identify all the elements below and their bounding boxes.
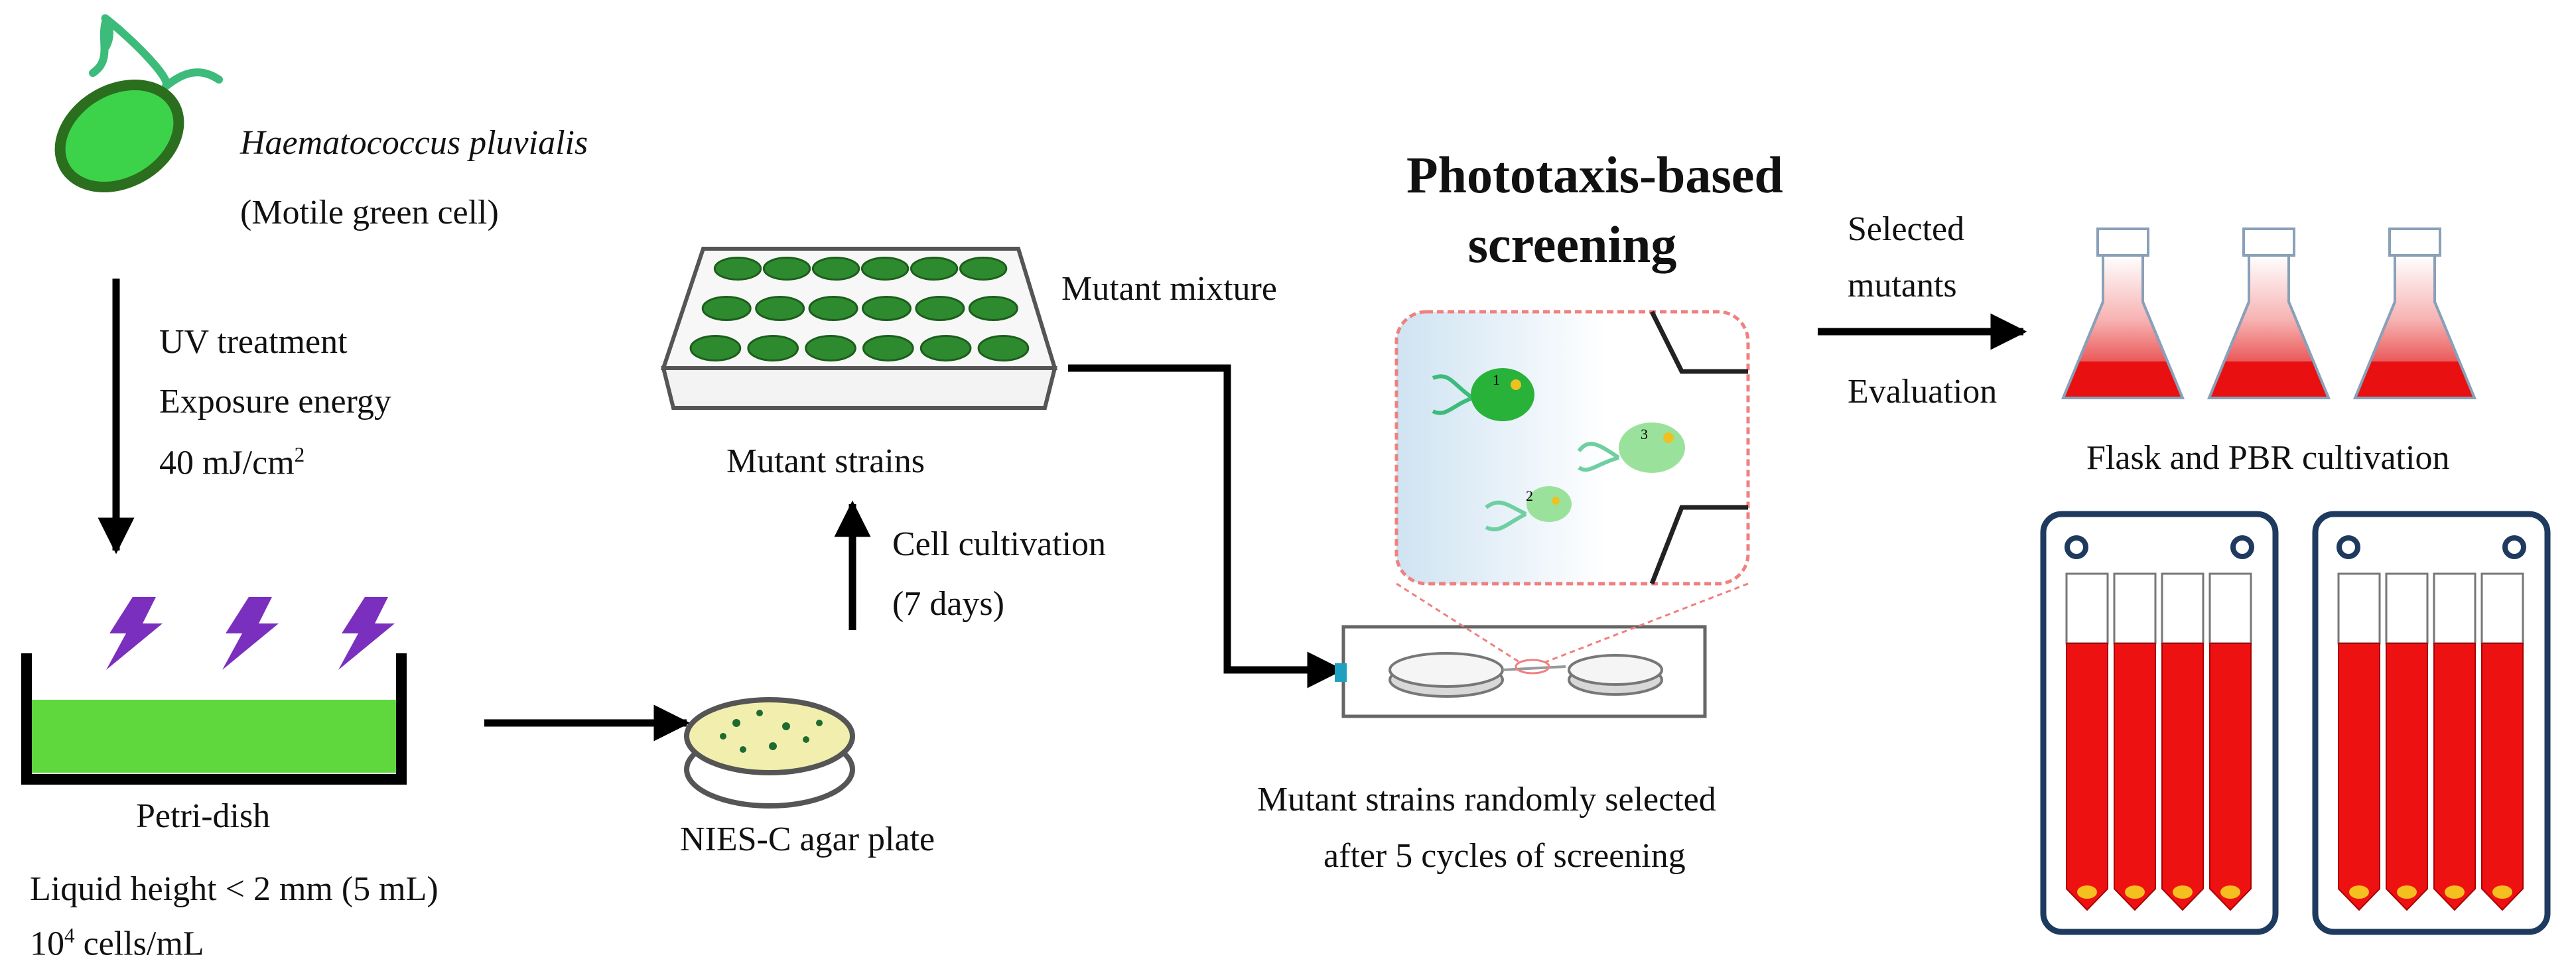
well	[959, 257, 1008, 281]
density-rest: cells/mL	[74, 925, 204, 963]
well	[805, 335, 856, 361]
mutant-mixture-label: Mutant mixture	[1061, 270, 1277, 308]
well-plate-icon	[660, 247, 1058, 410]
motile-cell-2-icon	[1485, 486, 1572, 532]
well	[968, 296, 1018, 321]
well	[689, 335, 742, 361]
well	[713, 257, 762, 281]
zoom-guide-lines	[1396, 582, 1749, 663]
organism-name: Haematococcus pluvialis	[240, 124, 588, 162]
well	[977, 335, 1030, 361]
density-sup: 4	[64, 924, 75, 947]
cell-label-2: 2	[1526, 487, 1533, 504]
agar-label: NIES-C agar plate	[680, 820, 935, 858]
cell-label-1: 1	[1493, 371, 1500, 388]
uv-line3: 40 mJ/cm2	[159, 444, 305, 480]
flask-pbr-label: Flask and PBR cultivation	[2086, 439, 2450, 477]
well	[701, 296, 752, 321]
petri-liquid-height: Liquid height < 2 mm (5 mL)	[30, 870, 439, 908]
well	[919, 335, 972, 361]
organism-subtitle: (Motile green cell)	[240, 194, 499, 231]
cell-label-3: 3	[1641, 426, 1648, 442]
flask-icon	[2353, 228, 2476, 399]
selected-line1: Selected	[1848, 210, 1965, 248]
uv-line2: Exposure energy	[159, 383, 391, 421]
well	[747, 335, 799, 361]
well	[861, 296, 912, 321]
screening-title-line1: Phototaxis-based	[1406, 146, 1783, 204]
density-base: 10	[30, 925, 64, 963]
well	[915, 296, 965, 321]
cultivation-line1: Cell cultivation	[892, 525, 1107, 563]
phototaxis-zoom-box	[1394, 310, 1750, 586]
screening-title-line2: screening	[1467, 216, 1677, 273]
petri-cell-density: 104 cells/mL	[30, 925, 204, 961]
motile-cell-3-icon	[1577, 422, 1685, 473]
random-selection-line2: after 5 cycles of screening	[1323, 837, 1686, 875]
well	[910, 257, 959, 281]
motile-cell-1-icon	[1432, 368, 1534, 421]
pbr-panel-icon	[2312, 511, 2551, 935]
selected-line2: mutants	[1848, 267, 1957, 304]
mixture-arrow	[1068, 364, 1344, 688]
well	[762, 257, 811, 281]
random-selection-line1: Mutant strains randomly selected	[1257, 781, 1716, 818]
uv-energy-value: 40 mJ/cm	[159, 444, 295, 482]
well	[811, 257, 860, 281]
uv-lightning-icon	[106, 597, 395, 670]
petri-label: Petri-dish	[136, 797, 271, 835]
well	[808, 296, 858, 321]
microfluidic-chip-icon	[1335, 625, 1707, 718]
well	[862, 335, 914, 361]
mutant-strains-label: Mutant strains	[726, 442, 925, 480]
cultivation-line2: (7 days)	[892, 585, 1004, 623]
agar-plate-icon	[684, 697, 855, 809]
green-cell-icon	[54, 14, 223, 193]
pbr-panel-icon	[2040, 511, 2279, 935]
flask-icon	[2207, 228, 2331, 399]
flask-icon	[2061, 228, 2185, 399]
well	[755, 296, 805, 321]
petri-dish-icon	[21, 653, 407, 785]
uv-energy-sup: 2	[294, 443, 305, 466]
well	[860, 257, 910, 281]
evaluation-label: Evaluation	[1848, 373, 1998, 411]
uv-line1: UV treatment	[159, 323, 348, 361]
